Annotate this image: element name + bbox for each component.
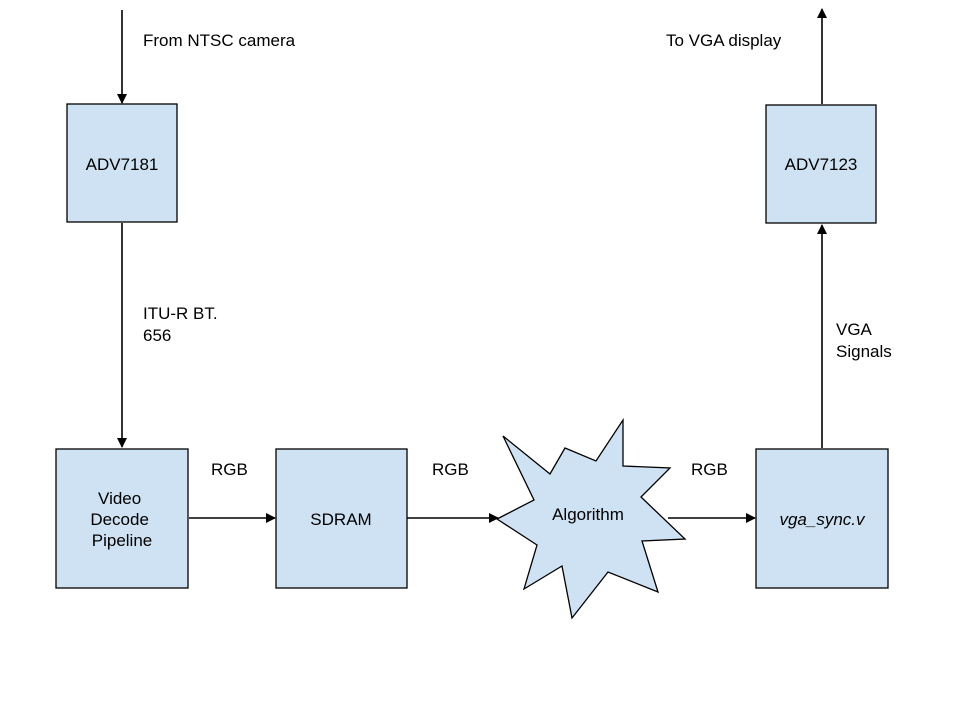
adv7181-node: ADV7181 [66, 103, 178, 223]
itu-line-1: ITU-R BT. [143, 304, 218, 323]
rgb-label-sdram-algorithm: RGB [432, 460, 469, 479]
itu-line-2: 656 [143, 326, 171, 345]
pipeline-line-1: Video [98, 489, 141, 508]
adv7123-label: ADV7123 [785, 155, 858, 174]
sdram-node: SDRAM [275, 448, 408, 589]
algorithm-label: Algorithm [552, 505, 624, 524]
pipeline-line-3: Pipeline [92, 531, 153, 550]
vga-sync-label: vga_sync.v [779, 510, 866, 529]
vga-sync-node: vga_sync.v [755, 448, 889, 589]
algorithm-starburst-shape [495, 417, 687, 620]
adv7181-label: ADV7181 [86, 155, 159, 174]
from-camera-label: From NTSC camera [143, 31, 296, 50]
pipeline-line-2: Decode [90, 510, 149, 529]
rgb-label-pipeline-sdram: RGB [211, 460, 248, 479]
sdram-label: SDRAM [310, 510, 371, 529]
vga-signals-line-2: Signals [836, 342, 892, 361]
video-decode-pipeline-label: Video Decode Pipeline [90, 489, 153, 550]
video-decode-pipeline-node: Video Decode Pipeline [55, 448, 189, 589]
vga-signals-label: VGA Signals [836, 320, 892, 361]
algorithm-node: Algorithm [495, 417, 687, 620]
vga-signals-line-1: VGA [836, 320, 873, 339]
to-display-label: To VGA display [666, 31, 782, 50]
adv7123-node: ADV7123 [765, 104, 877, 224]
rgb-label-algorithm-vga-sync: RGB [691, 460, 728, 479]
itu-label: ITU-R BT. 656 [143, 304, 222, 345]
